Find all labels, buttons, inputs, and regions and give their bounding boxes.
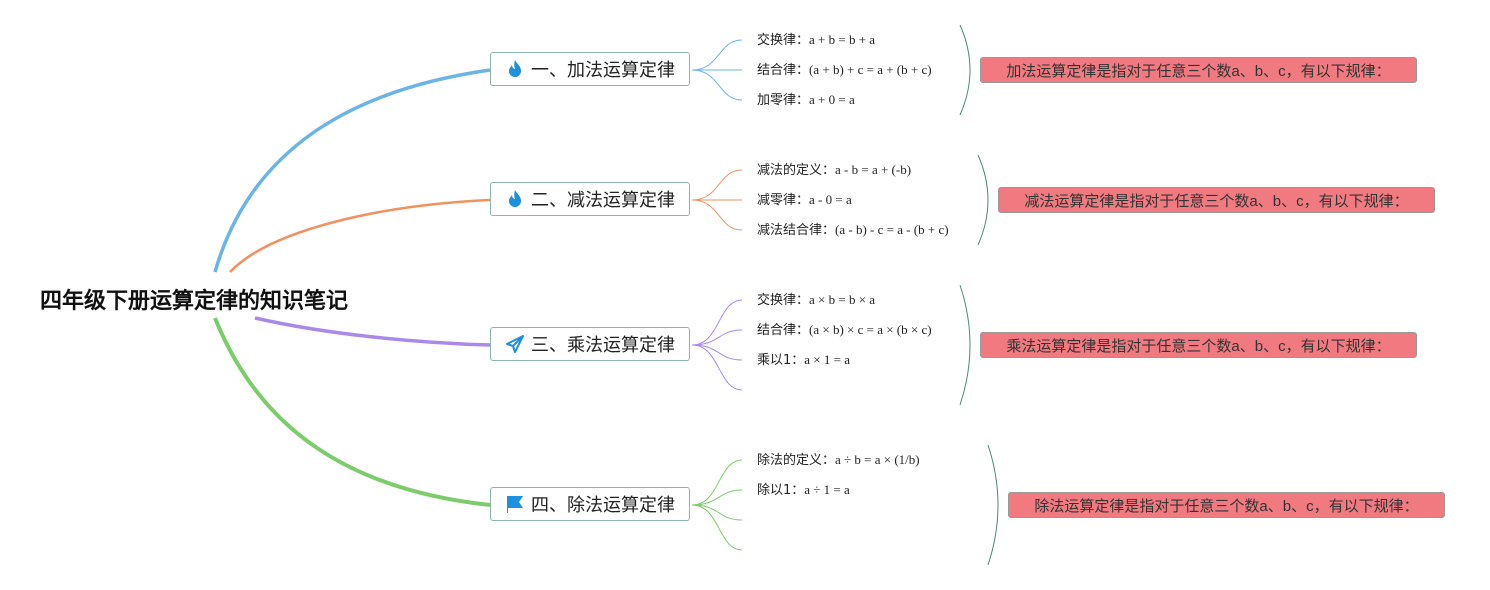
leaf-law-name: 乘以1：: [757, 353, 805, 368]
leaf-topic[interactable]: 除以1：a ÷ 1 = a: [757, 482, 850, 499]
leaf-topic[interactable]: 除法的定义：a ÷ b = a × (1/b): [757, 452, 920, 469]
leaf-formula: a × b = b × a: [809, 292, 876, 307]
leaf-formula: (a + b) + c = a + (b + c): [809, 62, 932, 77]
leaf-topic[interactable]: 结合律：(a × b) × c = a × (b × c): [757, 322, 932, 339]
leaf-formula: (a × b) × c = a × (b × c): [809, 322, 932, 337]
leaf-connector: [691, 329, 743, 346]
leaf-formula: a ÷ b = a × (1/b): [835, 452, 920, 467]
branch-label: 二、减法运算定律: [531, 190, 675, 210]
leaf-formula: a + b = b + a: [809, 32, 876, 47]
leaf-topic[interactable]: 乘以1：a × 1 = a: [757, 352, 850, 369]
branch-subtraction[interactable]: 二、减法运算定律: [490, 182, 690, 216]
summary-addition[interactable]: 加法运算定律是指对于任意三个数a、b、c，有以下规律：: [980, 57, 1417, 83]
leaf-connector: [691, 344, 743, 361]
main-branch-line-3: [254, 316, 491, 347]
summary-multiplication[interactable]: 乘法运算定律是指对于任意三个数a、b、c，有以下规律：: [980, 332, 1417, 358]
branch-label: 一、加法运算定律: [531, 60, 675, 80]
leaf-law-name: 除以1：: [757, 483, 805, 498]
leaf-formula: a - b = a + (-b): [835, 162, 912, 177]
leaf-law-name: 交换律：: [757, 293, 810, 308]
leaf-connector: [691, 299, 743, 346]
flag-icon: [505, 494, 525, 514]
leaf-connector: [691, 69, 743, 101]
leaf-law-name: 结合律：: [757, 63, 810, 78]
leaf-topic[interactable]: 交换律：a × b = b × a: [757, 292, 875, 309]
leaf-law-name: 减法的定义：: [757, 163, 836, 178]
leaf-topic[interactable]: 交换律：a + b = b + a: [757, 32, 875, 49]
main-branch-line-1: [213, 68, 491, 273]
branch-addition[interactable]: 一、加法运算定律: [490, 52, 690, 86]
leaf-law-name: 加零律：: [757, 93, 810, 108]
leaf-connector: [691, 344, 743, 391]
bracket-1: [959, 24, 971, 116]
leaf-law-name: 除法的定义：: [757, 453, 836, 468]
leaf-connector: [691, 169, 743, 201]
leaf-formula: a + 0 = a: [809, 92, 855, 107]
leaf-connector: [691, 199, 743, 231]
summary-subtraction[interactable]: 减法运算定律是指对于任意三个数a、b、c，有以下规律：: [998, 187, 1435, 213]
fire-icon: [505, 189, 525, 209]
summary-division[interactable]: 除法运算定律是指对于任意三个数a、b、c，有以下规律：: [1008, 492, 1445, 518]
leaf-topic[interactable]: 减法的定义：a - b = a + (-b): [757, 162, 911, 179]
leaf-law-name: 交换律：: [757, 33, 810, 48]
leaf-formula: a ÷ 1 = a: [804, 482, 850, 497]
paper-plane-icon: [505, 334, 525, 354]
bracket-2: [977, 154, 989, 246]
branch-division[interactable]: 四、除法运算定律: [490, 487, 690, 521]
leaf-formula: (a - b) - c = a - (b + c): [835, 222, 949, 237]
leaf-topic[interactable]: 加零律：a + 0 = a: [757, 92, 855, 109]
leaf-topic[interactable]: 减法结合律：(a - b) - c = a - (b + c): [757, 222, 949, 239]
branch-multiplication[interactable]: 三、乘法运算定律: [490, 327, 690, 361]
leaf-formula: a - 0 = a: [809, 192, 852, 207]
main-branch-line-4: [213, 317, 491, 507]
leaf-formula: a × 1 = a: [804, 352, 850, 367]
leaf-topic[interactable]: 减零律：a - 0 = a: [757, 192, 852, 209]
bracket-3: [959, 284, 971, 406]
branch-label: 三、乘法运算定律: [531, 335, 675, 355]
leaf-connector: [691, 504, 743, 551]
branch-label: 四、除法运算定律: [531, 495, 675, 515]
leaf-connector: [691, 489, 743, 506]
leaf-law-name: 减零律：: [757, 193, 810, 208]
main-branch-line-2: [229, 198, 491, 273]
leaf-law-name: 结合律：: [757, 323, 810, 338]
bracket-4: [987, 444, 999, 566]
leaf-topic[interactable]: 结合律：(a + b) + c = a + (b + c): [757, 62, 932, 79]
fire-icon: [505, 59, 525, 79]
leaf-law-name: 减法结合律：: [757, 223, 836, 238]
leaf-connector: [691, 504, 743, 521]
leaf-connector: [691, 39, 743, 71]
root-topic[interactable]: 四年级下册运算定律的知识笔记: [40, 288, 349, 313]
leaf-connector: [691, 459, 743, 506]
